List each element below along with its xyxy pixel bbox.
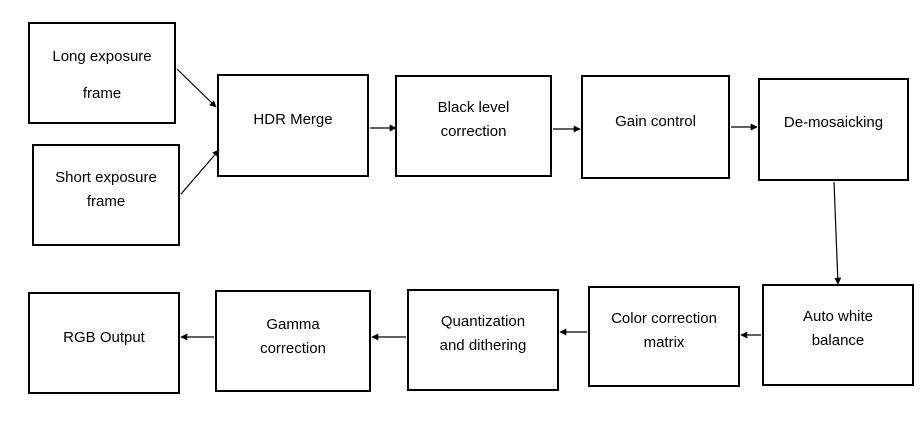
hdr-merge-box: HDR Merge <box>217 74 369 177</box>
quantization-label-line-1: Quantization <box>440 313 526 330</box>
color-correction-label-line-1: Color correction <box>611 310 717 327</box>
long-exposure-frame-box: Long exposure frame <box>28 22 176 124</box>
de-mosaicking-box: De-mosaicking <box>758 78 909 181</box>
auto-white-balance-box: Auto white balance <box>762 284 914 386</box>
short-exposure-label-line-1: Short exposure <box>55 169 157 186</box>
color-correction-label-line-2: matrix <box>643 334 685 351</box>
rgb-output-label: RGB Output <box>63 329 145 346</box>
auto-white-balance-label-line-2: balance <box>811 332 865 349</box>
short-exposure-label-line-2: frame <box>86 193 126 210</box>
black-level-label-line-1: Black level <box>437 99 510 116</box>
rgb-output-box: RGB Output <box>28 292 180 394</box>
short-exposure-frame-box: Short exposure frame <box>32 144 180 246</box>
de-mosaicking-label: De-mosaicking <box>783 114 884 131</box>
black-level-correction-box: Black level correction <box>395 75 552 177</box>
long-exposure-label-line-2: frame <box>82 85 122 102</box>
arrow-short-exposure-to-hdr-merge <box>180 149 220 195</box>
gain-control-label: Gain control <box>615 113 696 130</box>
color-correction-matrix-box: Color correction matrix <box>588 286 740 387</box>
gamma-label-line-2: correction <box>260 340 326 357</box>
arrow-de-mosaicking-to-auto-white-balance <box>833 181 842 285</box>
arrow-long-exposure-to-hdr-merge <box>176 68 217 108</box>
gain-control-box: Gain control <box>581 75 730 179</box>
quantization-label-line-2: and dithering <box>439 337 527 354</box>
gamma-correction-box: Gamma correction <box>215 290 371 392</box>
auto-white-balance-label-line-1: Auto white <box>802 308 874 325</box>
quantization-and-dithering-box: Quantization and dithering <box>407 289 559 391</box>
gamma-label-line-1: Gamma <box>266 316 320 333</box>
hdr-merge-label: HDR Merge <box>253 111 333 128</box>
black-level-label-line-2: correction <box>440 123 507 140</box>
long-exposure-label-line-1: Long exposure <box>52 48 152 65</box>
